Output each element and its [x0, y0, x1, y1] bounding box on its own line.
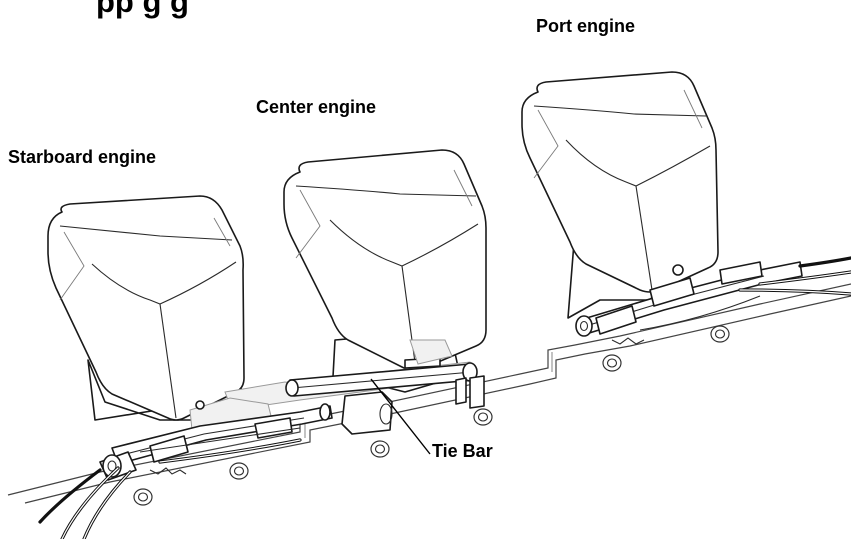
bolt [370, 440, 390, 458]
title-fragment: pp g g [96, 0, 189, 19]
starboard-engine [47, 195, 246, 421]
bolt [229, 462, 249, 480]
mounting-bolts [133, 325, 730, 506]
port-engine [521, 71, 719, 319]
tie-bar-label: Tie Bar [432, 441, 493, 461]
starboard-hoses [38, 438, 302, 539]
port-hoses [639, 256, 851, 331]
center-engine [283, 149, 487, 396]
port-steering-hardware [575, 261, 803, 345]
starboard-engine-label: Starboard engine [8, 147, 157, 167]
tie-bar-assembly [189, 339, 485, 435]
bolt [602, 354, 622, 372]
port-engine-label: Port engine [536, 16, 636, 36]
bolt [710, 325, 730, 343]
bolt [473, 408, 493, 426]
bolt [133, 488, 153, 506]
tie-bar-leader [370, 378, 431, 455]
center-engine-label: Center engine [256, 97, 377, 117]
